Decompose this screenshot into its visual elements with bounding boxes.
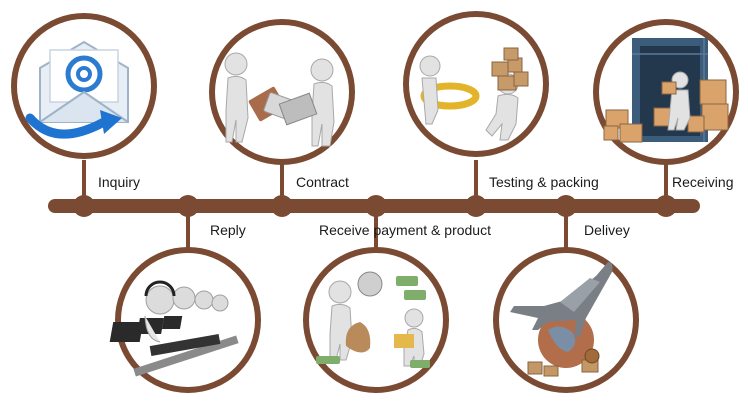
node-delivery — [555, 195, 577, 217]
label-receiving: Receiving — [672, 174, 734, 190]
timeline-nodes — [73, 195, 677, 217]
payment-money-icon — [303, 247, 449, 393]
label-inquiry: Inquiry — [98, 174, 141, 190]
node-contract — [271, 195, 293, 217]
label-testing: Testing & packing — [489, 174, 599, 190]
email-envelope-icon — [11, 13, 157, 159]
label-delivery: Delivey — [584, 222, 630, 238]
node-payment — [365, 195, 387, 217]
call-center-operators-icon — [109, 247, 261, 393]
label-reply: Reply — [210, 222, 246, 238]
node-inquiry — [73, 195, 95, 217]
contract-signing-icon — [209, 19, 355, 165]
packing-boxes-icon — [403, 11, 549, 157]
label-contract: Contract — [296, 174, 349, 190]
container-warehouse-icon — [593, 19, 739, 165]
label-payment: Receive payment & product — [319, 222, 491, 238]
node-reply — [177, 195, 199, 217]
node-receiving — [655, 195, 677, 217]
node-testing — [465, 195, 487, 217]
airplane-globe-icon — [493, 247, 639, 393]
